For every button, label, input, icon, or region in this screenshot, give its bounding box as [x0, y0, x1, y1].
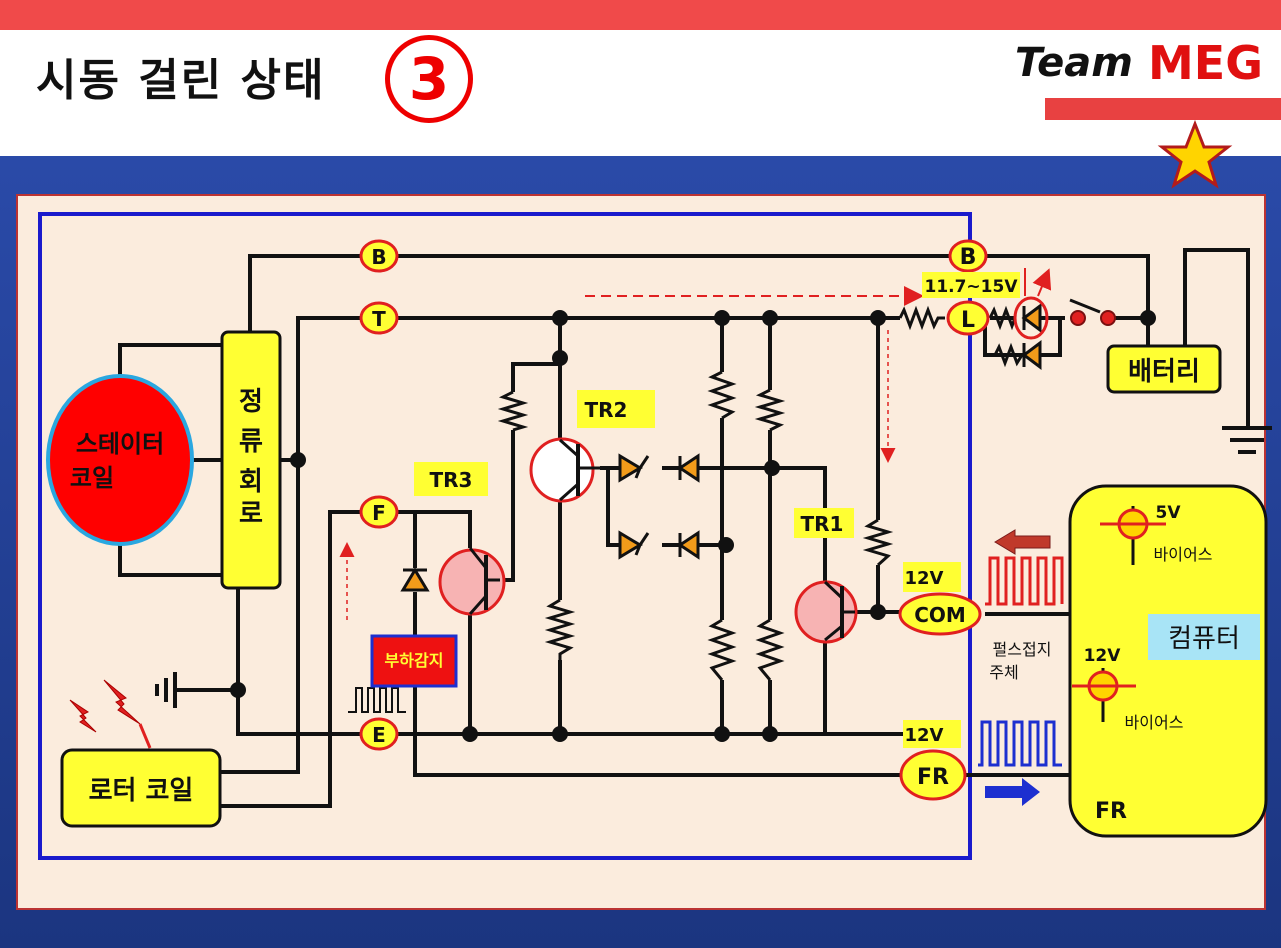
- terminal-t: T: [372, 307, 386, 331]
- load-detect-label: 부하감지: [385, 651, 444, 670]
- ignition-switch: [1069, 298, 1116, 326]
- header: [0, 30, 1281, 156]
- pulse-signal-fr: [978, 720, 1062, 767]
- diode-lamp2: [1021, 340, 1042, 370]
- logo-brand-text: MEG: [1148, 36, 1263, 90]
- logo-red-bar: [1045, 98, 1281, 120]
- ecu-bias-label-1: 바이어스: [1154, 545, 1213, 564]
- rectifier-box: [220, 330, 282, 590]
- resistor-tr1: [862, 518, 894, 567]
- ecu-fr-label: FR: [1095, 799, 1127, 824]
- diode-tr2-1: [618, 453, 643, 483]
- transistor-tr2: [529, 437, 600, 503]
- ecu-12v-label: 12V: [1084, 646, 1122, 666]
- ecu-5v-label: 5V: [1156, 503, 1182, 523]
- terminal-com: COM: [914, 603, 966, 627]
- page-title: 시동 걸린 상태: [36, 55, 326, 106]
- lamp-glow-arrows: [1024, 268, 1048, 297]
- resistor-lamp1: [988, 305, 1017, 331]
- ground-icon: [155, 672, 177, 708]
- resistor-div2-bot: [755, 618, 785, 681]
- resistor-tr3: [497, 390, 529, 432]
- diodes: [400, 303, 1042, 592]
- diode-tr2-3: [618, 530, 643, 560]
- pulse-signal-small: [348, 687, 406, 713]
- resistor-div2-top: [754, 388, 786, 432]
- rectifier-label-3: 회: [239, 467, 263, 497]
- junction-dots: [230, 310, 1156, 742]
- resistor-div1-bot: [707, 618, 737, 681]
- diode-f: [400, 567, 430, 592]
- diode-lamp: [1021, 303, 1042, 333]
- label-backgrounds: [414, 272, 1020, 748]
- lamp-highlight: [1013, 296, 1049, 340]
- voltage-l-label: 11.7~15V: [924, 277, 1018, 297]
- ecu-bias-upper: [1100, 506, 1166, 565]
- resistor-tr2-emitter: [544, 598, 576, 660]
- rectifier-label-4: 로: [239, 499, 263, 529]
- battery-box: [1106, 344, 1222, 394]
- stator-coil: [46, 374, 194, 546]
- pulse-ground-label-2: 주체: [989, 663, 1018, 682]
- resistor-l-line: [898, 305, 945, 331]
- stator-label-1: 스테이터: [76, 430, 164, 458]
- resistor-lamp2: [993, 342, 1024, 368]
- terminal-f: F: [372, 501, 386, 525]
- computer-label: 컴퓨터: [1168, 624, 1240, 654]
- terminals: [359, 239, 990, 801]
- stator-label-2: 코일: [70, 464, 114, 492]
- star-icon: [1157, 119, 1233, 189]
- rotor-coil-label: 로터 코일: [89, 776, 194, 806]
- rotor-coil-box: [60, 748, 222, 828]
- battery-label: 배터리: [1128, 357, 1200, 387]
- terminal-b-inner: B: [371, 245, 386, 269]
- terminal-l: L: [961, 308, 975, 333]
- resistor-div1-top: [707, 370, 737, 420]
- spark-icon: [69, 679, 152, 749]
- top-accent-bar: [0, 0, 1281, 30]
- rectifier-label-2: 류: [239, 427, 263, 457]
- diode-tr2-2: [677, 453, 700, 483]
- ecu-bias-label-2: 바이어스: [1125, 713, 1184, 732]
- pulse-ground-label-1: 펄스접지: [993, 640, 1052, 659]
- tr2-label: TR2: [585, 398, 628, 422]
- pulse-signal-com: [985, 556, 1064, 606]
- battery-ground-icon: [1222, 426, 1272, 454]
- tr3-label: TR3: [430, 468, 473, 492]
- step-number-badge: 3: [385, 35, 473, 123]
- rectifier-label-1: 정: [239, 387, 263, 417]
- com-voltage-label: 12V: [905, 568, 944, 589]
- com-arrow-left: [994, 529, 1051, 555]
- fr-voltage-label: 12V: [905, 725, 944, 746]
- logo-team-text: Team: [1015, 40, 1133, 86]
- terminal-fr: FR: [917, 765, 949, 790]
- load-detect-box: [370, 634, 458, 688]
- terminal-e: E: [372, 723, 386, 747]
- fr-arrow-right: [985, 778, 1040, 806]
- ecu-bias-lower: [1072, 668, 1136, 722]
- diode-tr2-4: [677, 530, 700, 560]
- tr1-label: TR1: [801, 512, 844, 536]
- transistor-tr3: [438, 547, 506, 616]
- transistor-tr1: [794, 580, 858, 644]
- alternator-frame: [38, 212, 972, 860]
- terminal-b-outer: B: [960, 245, 977, 270]
- ecu-box: [1068, 484, 1268, 838]
- computer-label-bg: [1148, 614, 1260, 660]
